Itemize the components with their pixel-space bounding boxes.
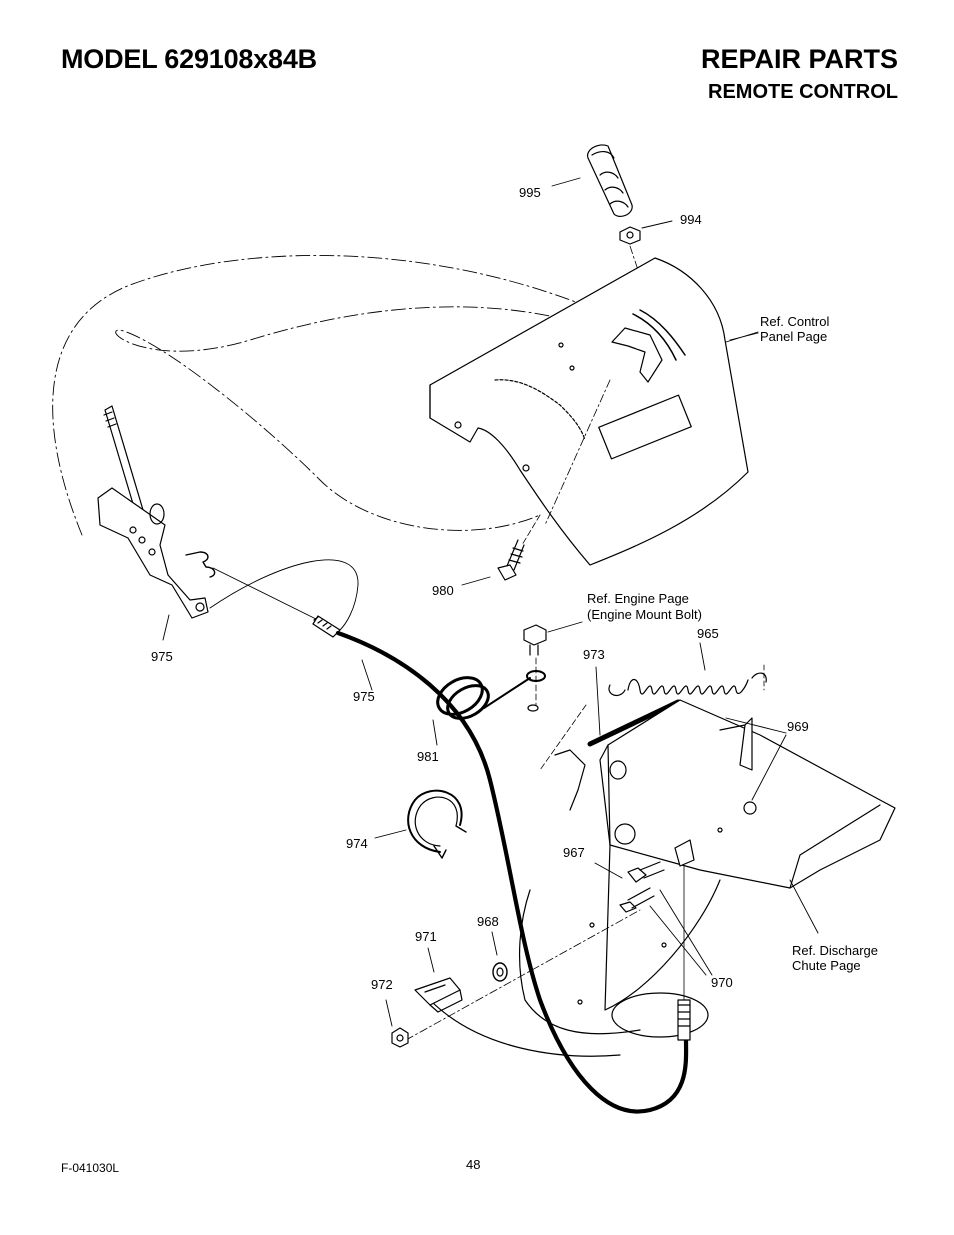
bracket-971	[414, 977, 463, 1013]
callout-975-cable: 975	[353, 689, 375, 704]
callout-969: 969	[787, 719, 809, 734]
callout-994: 994	[680, 212, 702, 227]
washer-968	[492, 962, 508, 982]
ref-discharge-2: Chute Page	[792, 958, 861, 973]
callout-968: 968	[477, 914, 499, 929]
spring-965	[608, 664, 767, 697]
ref-engine-2: (Engine Mount Bolt)	[587, 607, 702, 622]
engine-mount-bolt	[523, 624, 547, 712]
callout-974: 974	[346, 836, 368, 851]
ref-discharge-1: Ref. Discharge	[792, 943, 878, 958]
page-number: 48	[466, 1157, 481, 1172]
callout-967: 967	[563, 845, 585, 860]
form-number: F-041030L	[61, 1161, 120, 1175]
hex-nut-972	[391, 1027, 409, 1048]
ref-control-panel-1: Ref. Control	[760, 314, 829, 329]
callout-972: 972	[371, 977, 393, 992]
cable-z-hook	[185, 551, 216, 578]
hex-nut-994	[619, 226, 641, 245]
routing-line-inner	[115, 306, 641, 531]
bolt-967	[619, 861, 665, 913]
ref-engine-1: Ref. Engine Page	[587, 591, 689, 606]
cable-clamp-970	[674, 839, 695, 1041]
callout-970: 970	[711, 975, 733, 990]
callout-965: 965	[697, 626, 719, 641]
ref-control-panel-2: Panel Page	[760, 329, 827, 344]
rod-973	[587, 666, 681, 747]
discharge-chute-ref	[429, 699, 896, 1057]
callout-980: 980	[432, 583, 454, 598]
cable-loop-981	[436, 676, 531, 720]
page-title: REPAIR PARTS	[700, 44, 898, 74]
callout-971: 971	[415, 929, 437, 944]
callout-975-lever: 975	[151, 649, 173, 664]
control-panel-ref	[429, 257, 749, 566]
routing-line-outer	[52, 254, 641, 536]
model-title: MODEL 629108x84B	[61, 44, 317, 74]
section-title: REMOTE CONTROL	[708, 81, 898, 103]
callout-995: 995	[519, 185, 541, 200]
callout-981: 981	[417, 749, 439, 764]
retaining-ring-974	[407, 789, 467, 859]
callout-973: 973	[583, 647, 605, 662]
shift-lever-975	[97, 405, 209, 619]
handle-grip-995	[586, 144, 633, 217]
screw-980	[497, 539, 525, 581]
